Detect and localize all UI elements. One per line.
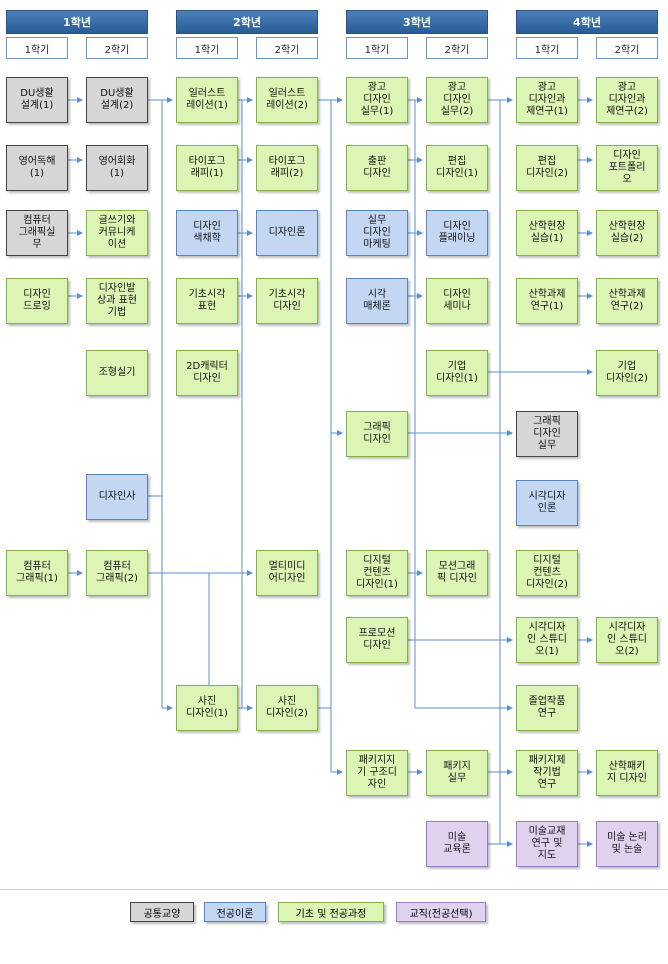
legend-common: 공통교양 — [130, 902, 194, 922]
course-box: 컴퓨터 그래픽(1) — [6, 550, 68, 596]
course-box: 광고 디자인과 제연구(1) — [516, 77, 578, 123]
course-box: 기업 디자인(2) — [596, 350, 658, 396]
course-box: 영어독해 (1) — [6, 145, 68, 191]
course-box: 졸업작품 연구 — [516, 685, 578, 731]
course-box: 디자인 포트폴리 오 — [596, 145, 658, 191]
course-box: 편집 디자인(1) — [426, 145, 488, 191]
semester-header: 1학기 — [346, 37, 408, 59]
course-box: 디지털 컨텐츠 디자인(2) — [516, 550, 578, 596]
course-box: 사진 디자인(2) — [256, 685, 318, 731]
course-box: 글쓰기와 커뮤니케 이션 — [86, 210, 148, 256]
course-box: 시각 매체론 — [346, 278, 408, 324]
course-box: 멀티미디 어디자인 — [256, 550, 318, 596]
semester-header: 2학기 — [426, 37, 488, 59]
course-box: 패키지제 작기법 연구 — [516, 750, 578, 796]
year-header-2: 2학년 — [176, 10, 318, 34]
course-box: 산학과제 연구(2) — [596, 278, 658, 324]
legend-teach: 교직(전공선택) — [396, 902, 486, 922]
course-box: 사진 디자인(1) — [176, 685, 238, 731]
course-box: 디지털 컨텐츠 디자인(1) — [346, 550, 408, 596]
course-box: 프로모션 디자인 — [346, 617, 408, 663]
course-box: 일러스트 레이션(1) — [176, 77, 238, 123]
course-box: DU생활 설계(1) — [6, 77, 68, 123]
course-box: 일러스트 레이션(2) — [256, 77, 318, 123]
course-box: 기업 디자인(1) — [426, 350, 488, 396]
course-box: 타이포그 래피(1) — [176, 145, 238, 191]
course-box: 미술교재 연구 및 지도 — [516, 821, 578, 867]
course-box: 시각디자 인 스튜디 오(2) — [596, 617, 658, 663]
year-header-1: 1학년 — [6, 10, 148, 34]
course-box: 미술 논리 및 논술 — [596, 821, 658, 867]
course-box: 시각디자 인 스튜디 오(1) — [516, 617, 578, 663]
course-box: 시각디자 인론 — [516, 480, 578, 526]
course-box: 디자인발 상과 표현 기법 — [86, 278, 148, 324]
legend-divider — [0, 889, 668, 890]
semester-header: 2학기 — [256, 37, 318, 59]
course-box: 광고 디자인과 제연구(2) — [596, 77, 658, 123]
year-header-3: 3학년 — [346, 10, 488, 34]
course-box: 산학패키 지 디자인 — [596, 750, 658, 796]
course-box: 산학현장 실습(1) — [516, 210, 578, 256]
course-box: 편집 디자인(2) — [516, 145, 578, 191]
course-box: 기초시각 표현 — [176, 278, 238, 324]
course-box: 산학과제 연구(1) — [516, 278, 578, 324]
course-box: 디자인 색채학 — [176, 210, 238, 256]
course-box: 2D캐릭터 디자인 — [176, 350, 238, 396]
semester-header: 1학기 — [176, 37, 238, 59]
course-box: DU생활 설계(2) — [86, 77, 148, 123]
course-box: 출판 디자인 — [346, 145, 408, 191]
course-box: 디자인 세미나 — [426, 278, 488, 324]
course-box: 모션그래 픽 디자인 — [426, 550, 488, 596]
legend-basic: 기초 및 전공과정 — [278, 902, 384, 922]
course-box: 산학현장 실습(2) — [596, 210, 658, 256]
course-box: 광고 디자인 실무(2) — [426, 77, 488, 123]
course-box: 디자인사 — [86, 474, 148, 520]
course-box: 그래픽 디자인 실무 — [516, 411, 578, 457]
course-box: 기초시각 디자인 — [256, 278, 318, 324]
course-box: 영어회화 (1) — [86, 145, 148, 191]
semester-header: 2학기 — [596, 37, 658, 59]
course-box: 컴퓨터 그래픽실 무 — [6, 210, 68, 256]
course-box: 디자인 플래이닝 — [426, 210, 488, 256]
semester-header: 1학기 — [6, 37, 68, 59]
course-box: 디자인론 — [256, 210, 318, 256]
course-box: 그래픽 디자인 — [346, 411, 408, 457]
legend-theory: 전공이론 — [204, 902, 266, 922]
course-box: 패키지지 기 구조디 자인 — [346, 750, 408, 796]
semester-header: 2학기 — [86, 37, 148, 59]
semester-header: 1학기 — [516, 37, 578, 59]
course-box: 광고 디자인 실무(1) — [346, 77, 408, 123]
course-box: 디자인 드로잉 — [6, 278, 68, 324]
year-header-4: 4학년 — [516, 10, 658, 34]
course-box: 컴퓨터 그래픽(2) — [86, 550, 148, 596]
course-box: 실무 디자인 마케팅 — [346, 210, 408, 256]
course-box: 조형실기 — [86, 350, 148, 396]
course-box: 타이포그 래피(2) — [256, 145, 318, 191]
course-box: 패키지 실무 — [426, 750, 488, 796]
course-box: 미술 교육론 — [426, 821, 488, 867]
